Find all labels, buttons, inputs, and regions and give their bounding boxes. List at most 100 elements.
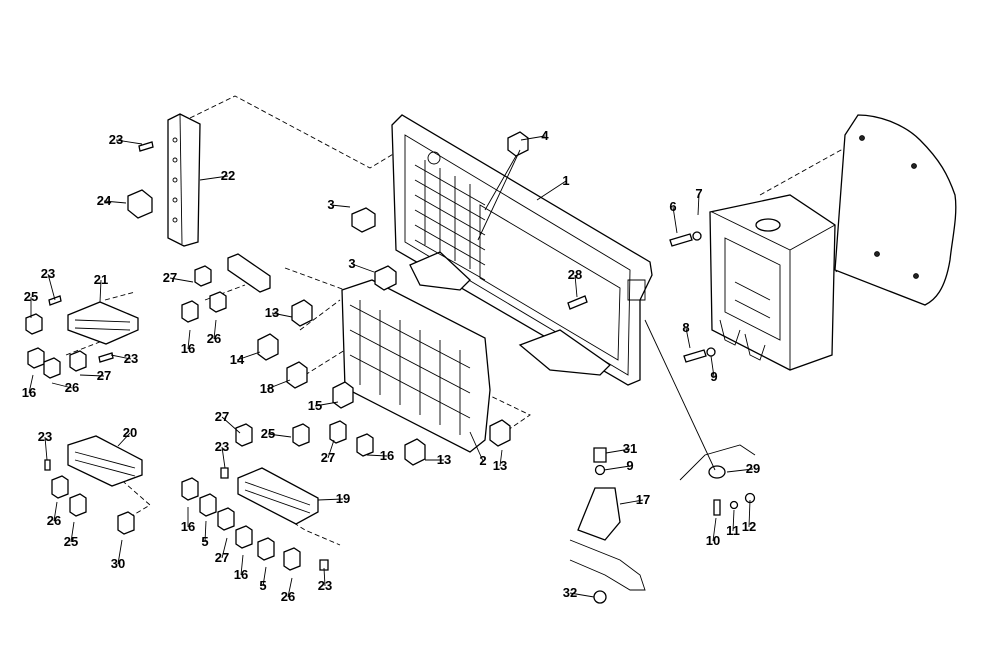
callout-label-c24: 24 xyxy=(97,193,112,208)
callout-label-c20: 20 xyxy=(123,425,137,440)
callout-leader-c17 xyxy=(619,499,644,505)
callout-label-c13a: 13 xyxy=(265,305,279,320)
callout-leader-c7 xyxy=(697,193,700,216)
callout-leader-c32 xyxy=(569,592,595,598)
cover-plate xyxy=(834,114,957,306)
callout-label-c16a: 16 xyxy=(181,341,195,356)
callout-leader-c25c xyxy=(70,521,75,543)
callout-leader-c2 xyxy=(469,431,484,462)
callout-leader-c24 xyxy=(103,200,127,204)
callout-label-c3a: 3 xyxy=(327,197,334,212)
callout-leader-c27e xyxy=(221,537,228,559)
callout-label-c22: 22 xyxy=(221,168,235,183)
callout-leader-c12 xyxy=(748,499,751,528)
callout-label-c5b: 5 xyxy=(259,578,266,593)
callout-leader-c16b xyxy=(28,374,34,394)
callout-label-c27e: 27 xyxy=(215,550,229,565)
callout-label-c15: 15 xyxy=(308,398,322,413)
callout-label-c23f: 23 xyxy=(318,578,332,593)
callout-label-c13c: 13 xyxy=(493,458,507,473)
callout-leader-c26c xyxy=(53,501,58,522)
callout-leader-c9b xyxy=(603,465,631,471)
callout-label-c23b: 23 xyxy=(41,266,55,281)
callout-label-c8: 8 xyxy=(682,320,689,335)
callout-label-c11: 11 xyxy=(726,523,740,538)
callout-label-c27d: 27 xyxy=(321,450,335,465)
callout-leader-c8 xyxy=(685,327,691,349)
callout-label-c19: 19 xyxy=(336,491,350,506)
callout-leader-c9a xyxy=(710,355,715,378)
callout-label-c23e: 23 xyxy=(215,439,229,454)
callout-label-c26d: 26 xyxy=(281,589,295,604)
callout-label-c32: 32 xyxy=(563,585,577,600)
callout-leader-c5a xyxy=(204,520,207,543)
callout-label-c26b: 26 xyxy=(65,380,79,395)
callout-leader-c27c xyxy=(221,416,241,434)
callout-label-c25a: 25 xyxy=(24,289,38,304)
callout-leader-c6 xyxy=(672,206,678,234)
callout-label-c9a: 9 xyxy=(710,369,717,384)
callout-leader-c3a xyxy=(330,204,351,208)
mounting-bracket xyxy=(569,447,646,604)
loose-relays xyxy=(181,253,511,466)
callout-leader-c29 xyxy=(726,468,754,473)
callout-leader-c18 xyxy=(266,379,291,390)
control-unit xyxy=(709,194,836,371)
callout-label-c23a: 23 xyxy=(109,132,123,147)
callout-leader-c21 xyxy=(99,279,102,303)
hardware-bolts xyxy=(44,141,756,571)
callout-label-c31: 31 xyxy=(623,441,637,456)
callout-leader-c22 xyxy=(199,175,229,181)
callout-label-c7: 7 xyxy=(695,186,702,201)
callout-label-c3b: 3 xyxy=(348,256,355,271)
callout-label-c9b: 9 xyxy=(626,458,633,473)
callout-leader-c16e xyxy=(240,554,244,576)
callout-label-c25c: 25 xyxy=(64,534,78,549)
frame-relay-grid xyxy=(414,160,486,281)
callout-label-c1: 1 xyxy=(562,173,569,188)
callout-leader-c26a xyxy=(213,319,217,340)
callout-leader-c16a xyxy=(187,329,191,350)
callout-label-c14: 14 xyxy=(230,352,245,367)
callout-leader-c23c xyxy=(110,354,132,360)
callout-label-c5a: 5 xyxy=(201,534,208,549)
callout-leader-c1 xyxy=(536,180,567,201)
callout-leader-c15 xyxy=(314,401,339,407)
callout-label-c6: 6 xyxy=(669,199,676,214)
callout-label-c18: 18 xyxy=(260,381,274,396)
callout-label-c23d: 23 xyxy=(38,429,52,444)
callout-leader-c30 xyxy=(117,539,123,565)
relay-strip xyxy=(127,113,201,247)
callout-leader-c23f xyxy=(323,567,326,587)
callout-label-c10: 10 xyxy=(706,533,720,548)
callout-label-c16c: 16 xyxy=(380,448,394,463)
callout-label-c30: 30 xyxy=(111,556,125,571)
callout-label-c12: 12 xyxy=(742,519,756,534)
callout-leader-c14 xyxy=(236,351,261,361)
callout-label-c16e: 16 xyxy=(234,567,248,582)
callout-label-c25b: 25 xyxy=(261,426,275,441)
callout-leader-c26d xyxy=(287,577,293,598)
callout-leader-c10 xyxy=(712,517,717,542)
callout-label-c26c: 26 xyxy=(47,513,61,528)
callout-label-c13b: 13 xyxy=(437,452,451,467)
callout-leader-c23e xyxy=(221,446,226,469)
callout-label-c4: 4 xyxy=(541,128,549,143)
callout-leader-c23a xyxy=(115,139,143,145)
callout-label-c16b: 16 xyxy=(22,385,36,400)
callout-leader-c11 xyxy=(732,509,735,532)
callout-label-c23c: 23 xyxy=(124,351,138,366)
callout-leader-c16c xyxy=(366,454,388,457)
callout-label-c29: 29 xyxy=(746,461,760,476)
callout-leader-c19 xyxy=(317,498,344,501)
callout-label-c28: 28 xyxy=(568,267,582,282)
callout-leader-c13c xyxy=(499,449,503,467)
callout-label-c26a: 26 xyxy=(207,331,221,346)
callout-leader-c27d xyxy=(327,439,335,459)
callout-label-c16d: 16 xyxy=(181,519,195,534)
callout-leader-c20 xyxy=(117,432,131,447)
callout-leader-c31 xyxy=(605,448,631,454)
callout-leader-c23b xyxy=(47,273,56,301)
